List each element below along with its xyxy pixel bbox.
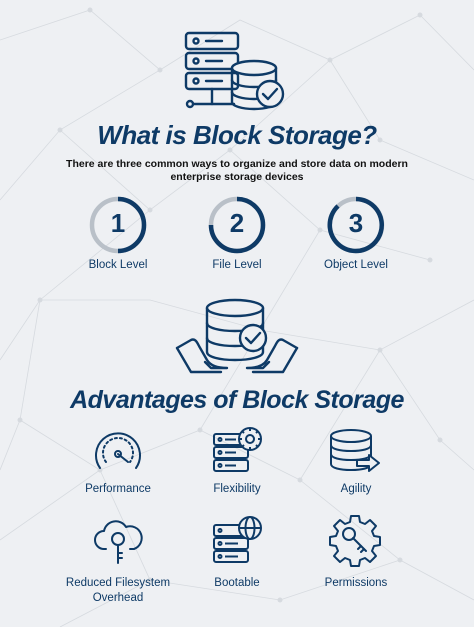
advantage-permissions-label: Permissions — [324, 577, 388, 589]
advantage-performance-label: Performance — [85, 483, 151, 495]
page-title: What is Block Storage? — [97, 120, 377, 150]
server-gear-icon — [213, 427, 262, 472]
advantage-bootable-label: Bootable — [214, 577, 260, 589]
level-1-ring — [89, 196, 147, 254]
level-3-number: 3 — [348, 208, 364, 238]
level-2-ring — [208, 196, 266, 254]
advantage-flexibility-label: Flexibility — [213, 483, 261, 495]
page-subtitle: There are three common ways to organize … — [66, 158, 408, 183]
speedometer-icon — [95, 432, 141, 469]
advantage-agility-label: Agility — [340, 483, 372, 495]
server-database-check-icon — [184, 31, 285, 111]
level-2-number: 2 — [229, 208, 245, 238]
hands-database-icon — [175, 298, 299, 374]
level-1-label: Block Level — [88, 259, 148, 271]
level-3-ring — [327, 196, 385, 254]
database-arrow-icon — [330, 429, 380, 472]
level-2-label: File Level — [212, 259, 262, 271]
gear-key-icon — [329, 515, 381, 567]
advantage-reduced-filesystem-overhead-label: Reduced Filesystem Overhead — [65, 577, 171, 604]
level-3-label: Object Level — [324, 259, 388, 271]
server-globe-icon — [213, 516, 262, 563]
level-1-number: 1 — [110, 208, 126, 238]
cloud-key-icon — [94, 520, 143, 564]
advantages-title: Advantages of Block Storage — [70, 386, 404, 414]
